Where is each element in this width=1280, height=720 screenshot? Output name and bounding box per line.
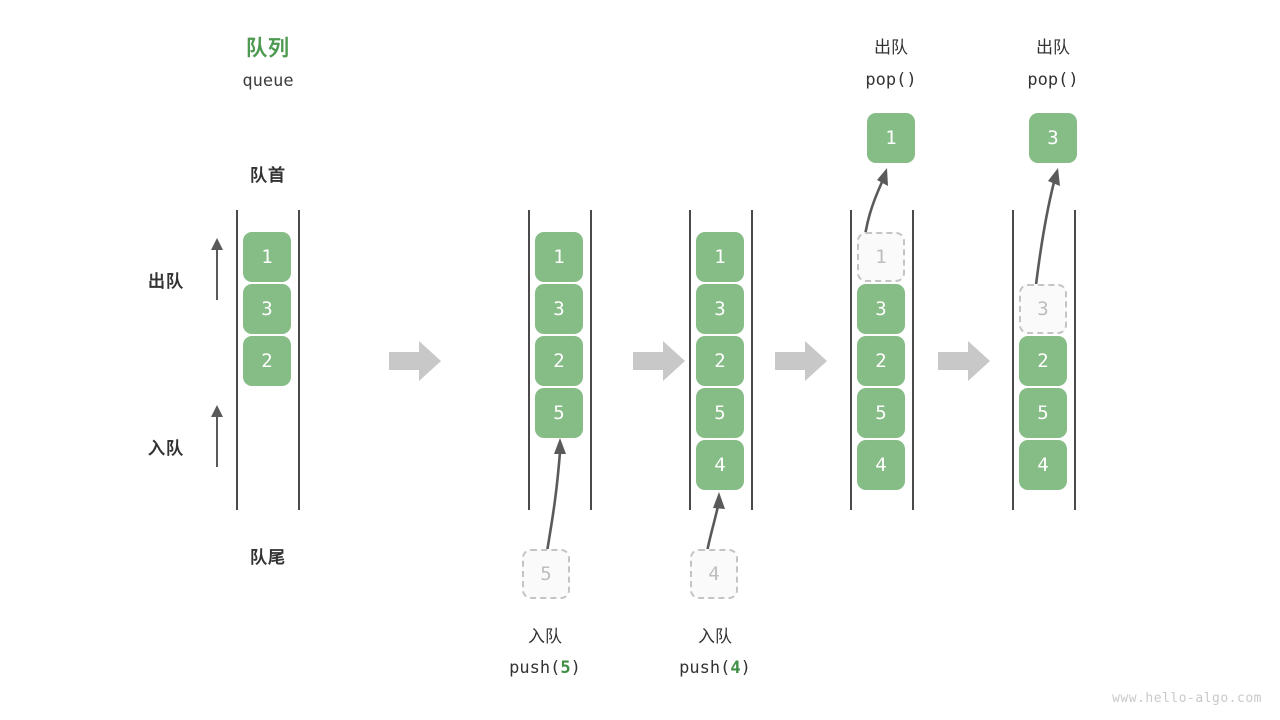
- queue-cell: 1: [857, 232, 905, 282]
- step-caption-cn: 入队: [698, 627, 732, 646]
- step-header-en: pop(): [1027, 70, 1079, 90]
- queue-cell: 2: [535, 336, 583, 386]
- queue-cell: 5: [535, 388, 583, 438]
- right-block-arrow-icon: [633, 341, 685, 381]
- right-block-arrow-icon: [389, 341, 441, 381]
- step-caption-cn: 入队: [528, 627, 562, 646]
- queue-cell: 3: [857, 284, 905, 334]
- right-block-arrow-icon: [775, 341, 827, 381]
- queue-incoming-cell: 4: [690, 549, 738, 599]
- queue-rail-right-1: [298, 210, 300, 510]
- queue-cell: 1: [696, 232, 744, 282]
- step-caption-en: push(5): [509, 658, 581, 678]
- curved-up-arrow-icon: [705, 492, 725, 553]
- step-header-cn: 出队: [1036, 38, 1070, 57]
- queue-cell: 2: [243, 336, 291, 386]
- step-header-cn: 出队: [874, 38, 908, 57]
- curved-up-arrow-icon: [545, 438, 566, 553]
- queue-front-label: 队首: [250, 166, 286, 185]
- queue-rail-right-3: [751, 210, 753, 510]
- step-header-en: pop(): [865, 70, 917, 90]
- queue-cell: 2: [1019, 336, 1067, 386]
- queue-rail-left-3: [689, 210, 691, 510]
- queue-cell: 5: [696, 388, 744, 438]
- diagram-title-en: queue: [242, 71, 294, 91]
- diagram-title-cn: 队列: [246, 37, 290, 60]
- queue-cell: 4: [696, 440, 744, 490]
- watermark: www.hello-algo.com: [1112, 691, 1262, 706]
- queue-cell: 2: [696, 336, 744, 386]
- queue-cell: 4: [857, 440, 905, 490]
- queue-rail-left-2: [528, 210, 530, 510]
- queue-rear-label: 队尾: [250, 548, 286, 567]
- queue-incoming-cell: 5: [522, 549, 570, 599]
- queue-rail-right-5: [1074, 210, 1076, 510]
- right-block-arrow-icon: [938, 341, 990, 381]
- queue-cell: 3: [535, 284, 583, 334]
- queue-cell: 5: [1019, 388, 1067, 438]
- queue-cell: 2: [857, 336, 905, 386]
- step-caption-en: push(4): [679, 658, 751, 678]
- queue-cell: 3: [243, 284, 291, 334]
- queue-outgoing-cell: 3: [1029, 113, 1077, 163]
- queue-rail-left-5: [1012, 210, 1014, 510]
- queue-cell: 3: [1019, 284, 1067, 334]
- queue-rail-right-4: [912, 210, 914, 510]
- queue-rail-left-1: [236, 210, 238, 510]
- queue-cell: 1: [243, 232, 291, 282]
- queue-cell: 4: [1019, 440, 1067, 490]
- queue-cell: 5: [857, 388, 905, 438]
- side-dequeue-label: 出队: [148, 272, 184, 291]
- side-enqueue-label: 入队: [148, 439, 184, 458]
- queue-outgoing-cell: 1: [867, 113, 915, 163]
- queue-cell: 1: [535, 232, 583, 282]
- queue-cell: 3: [696, 284, 744, 334]
- queue-rail-left-4: [850, 210, 852, 510]
- queue-rail-right-2: [590, 210, 592, 510]
